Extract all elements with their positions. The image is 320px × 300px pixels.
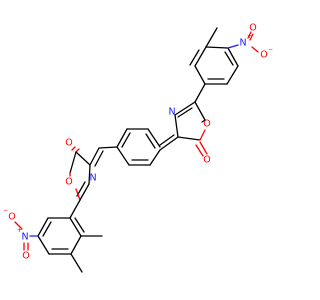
top-nitro-group — [227, 31, 259, 53]
top-oxazolone-ring — [174, 101, 208, 157]
svg-text:O: O — [65, 138, 72, 149]
svg-text:N: N — [21, 232, 28, 243]
svg-text:O: O — [8, 212, 15, 223]
atom-label-o-bot-nitro-b: O — [22, 251, 29, 262]
atom-label-o-top-ring: O — [203, 119, 210, 130]
svg-text:O: O — [249, 23, 256, 34]
atom-label-o-left-ring: O — [65, 177, 72, 188]
svg-text:O: O — [260, 50, 267, 61]
svg-text:O: O — [203, 155, 210, 166]
atom-label-n-top-nitro: N + — [239, 33, 252, 49]
svg-text:−: − — [3, 207, 8, 214]
bottom-aryl-ring — [37, 217, 103, 273]
atom-label-o-top-nitro-a: O — [249, 23, 256, 34]
bottom-nitro-group — [14, 221, 39, 251]
atom-label-n-left-ring: N — [89, 173, 96, 184]
atom-label-o-top-carbonyl: O — [203, 155, 210, 166]
svg-text:O: O — [22, 251, 29, 262]
atom-label-n-top-ring: N — [168, 107, 175, 118]
atom-label-o-top-nitro-b: O − — [260, 46, 273, 61]
svg-text:N: N — [168, 107, 175, 118]
svg-text:+: + — [17, 227, 22, 234]
atom-label-o-left-carbonyl: O — [65, 138, 72, 149]
svg-text:+: + — [247, 33, 252, 40]
svg-text:N: N — [89, 173, 96, 184]
svg-text:O: O — [203, 119, 210, 130]
top-aryl-ring — [189, 27, 239, 103]
atom-label-o-bot-nitro-a: O − — [3, 207, 16, 223]
left-exocyclic-alkene — [89, 146, 118, 167]
atom-label-n-bot-nitro: N + — [17, 227, 29, 243]
top-exocyclic-alkene — [159, 134, 179, 151]
left-oxazolone-ring — [69, 146, 91, 219]
svg-text:N: N — [239, 38, 246, 49]
svg-text:O: O — [65, 177, 72, 188]
svg-text:−: − — [268, 46, 273, 53]
molecule-structure-diagram: O N + O − N O O O N O O − N + O — [3, 23, 273, 273]
central-benzene-ring — [116, 128, 161, 166]
